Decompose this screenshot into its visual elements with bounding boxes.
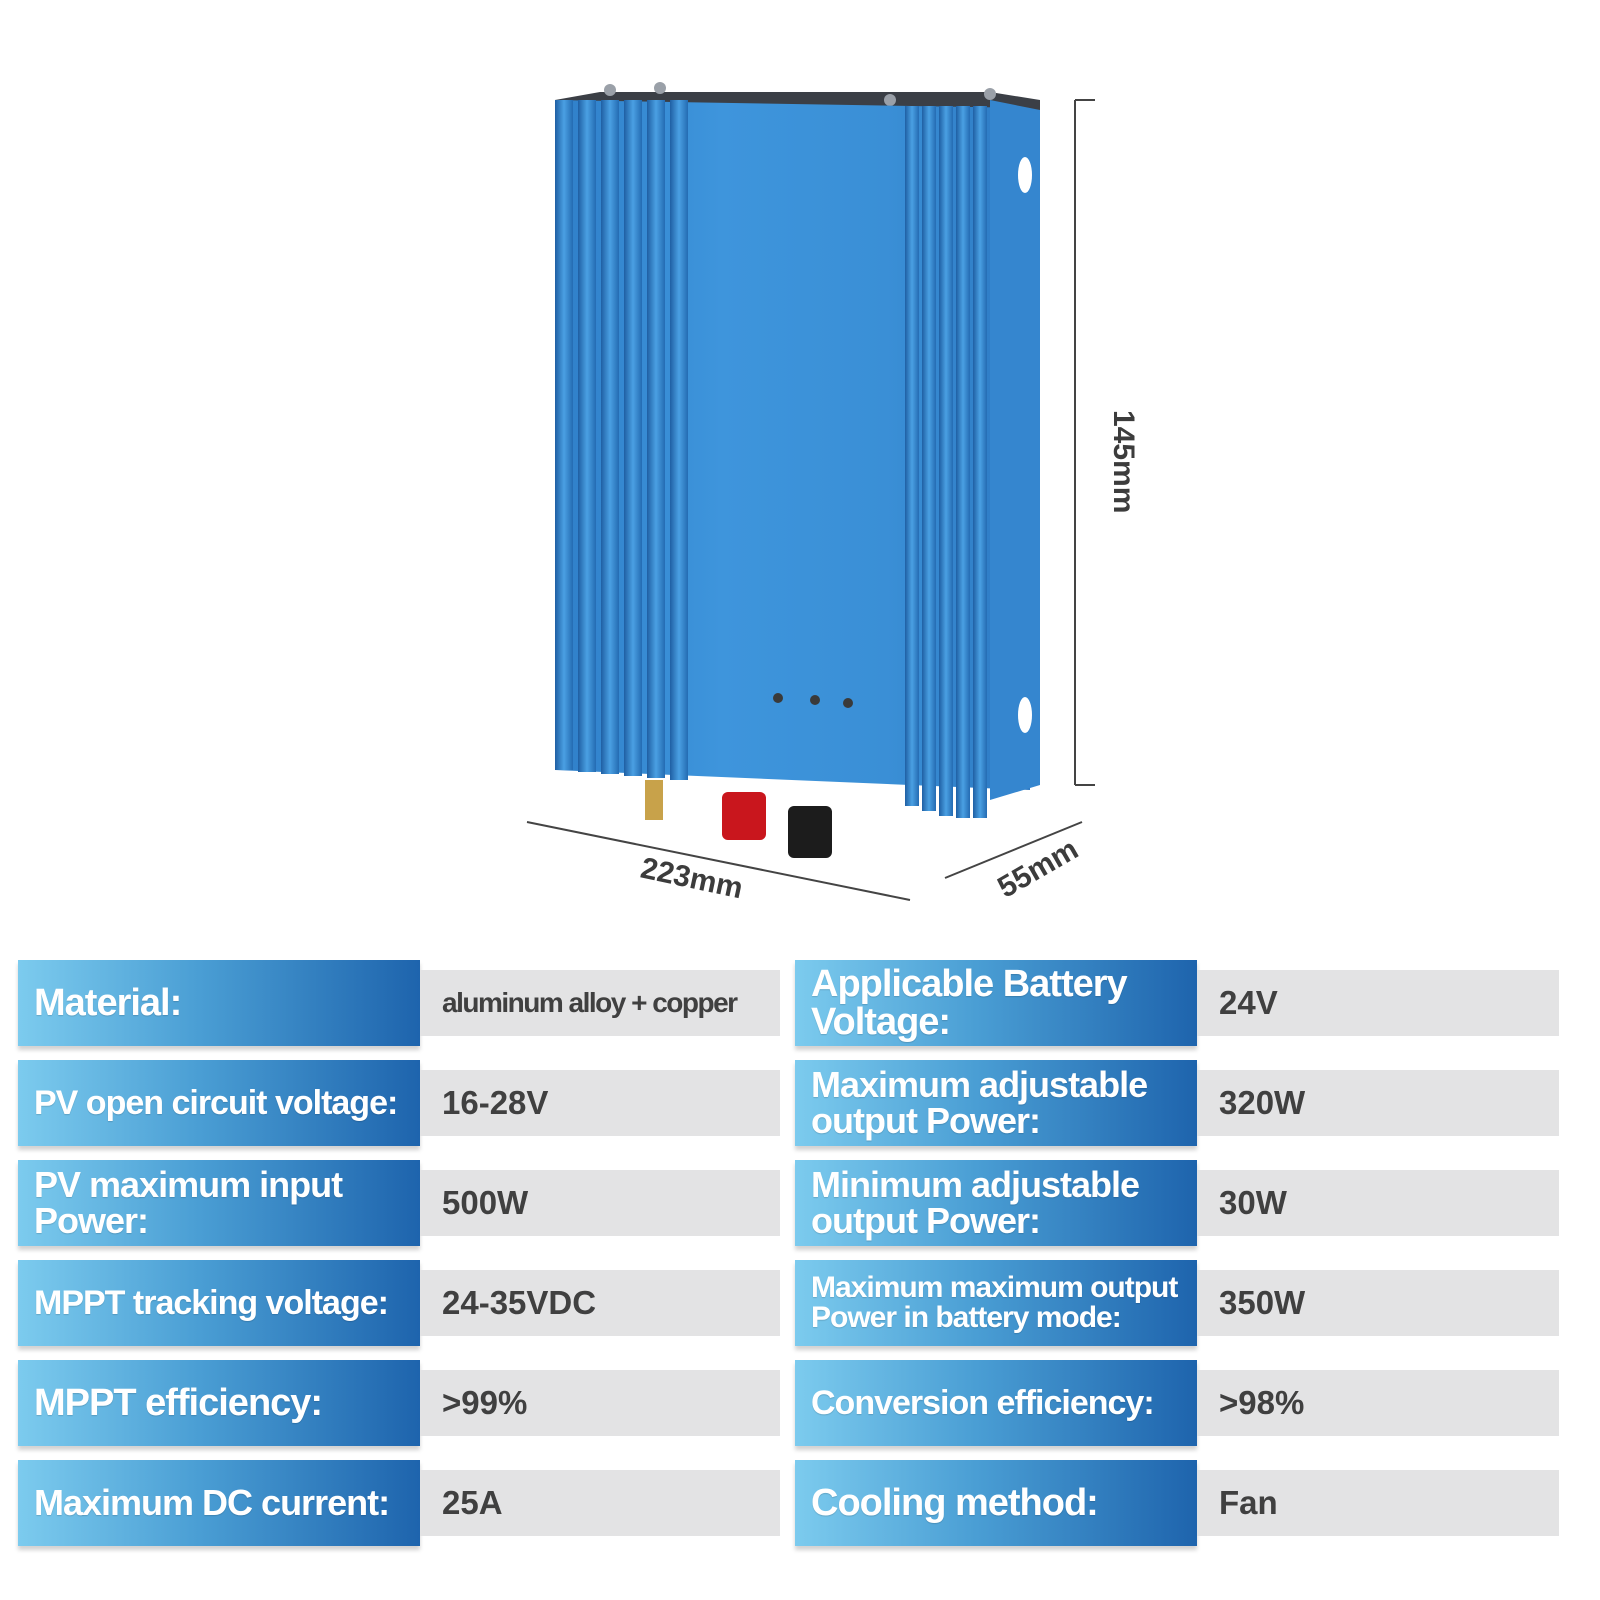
spec-label: Applicable Battery Voltage: bbox=[795, 960, 1197, 1046]
spec-value: 320W bbox=[1197, 1070, 1559, 1136]
spec-value: 24V bbox=[1197, 970, 1559, 1036]
spec-label: PV maximum input Power: bbox=[18, 1160, 420, 1246]
spec-label: MPPT tracking voltage: bbox=[18, 1260, 420, 1346]
spec-value: 24-35VDC bbox=[420, 1270, 780, 1336]
spec-value: 30W bbox=[1197, 1170, 1559, 1236]
negative-terminal bbox=[788, 806, 832, 858]
spec-label: Cooling method: bbox=[795, 1460, 1197, 1546]
spec-value: 16-28V bbox=[420, 1070, 780, 1136]
spec-value: 500W bbox=[420, 1170, 780, 1236]
spec-value: Fan bbox=[1197, 1470, 1559, 1536]
spec-value: >99% bbox=[420, 1370, 780, 1436]
spec-label: Maximum maximum output Power in battery … bbox=[795, 1260, 1197, 1346]
spec-label: Conversion efficiency: bbox=[795, 1360, 1197, 1446]
height-dimension-label: 145mm bbox=[1107, 410, 1140, 514]
spec-label: PV open circuit voltage: bbox=[18, 1060, 420, 1146]
spec-label: MPPT efficiency: bbox=[18, 1360, 420, 1446]
product-image bbox=[526, 82, 1095, 901]
spec-value: aluminum alloy + copper bbox=[420, 970, 780, 1036]
positive-terminal bbox=[722, 792, 766, 840]
spec-label: Material: bbox=[18, 960, 420, 1046]
spec-value: 350W bbox=[1197, 1270, 1559, 1336]
spec-label: Maximum DC current: bbox=[18, 1460, 420, 1546]
spec-label: Maximum adjustable output Power: bbox=[795, 1060, 1197, 1146]
spec-value: 25A bbox=[420, 1470, 780, 1536]
spec-label: Minimum adjustable output Power: bbox=[795, 1160, 1197, 1246]
spec-value: >98% bbox=[1197, 1370, 1559, 1436]
